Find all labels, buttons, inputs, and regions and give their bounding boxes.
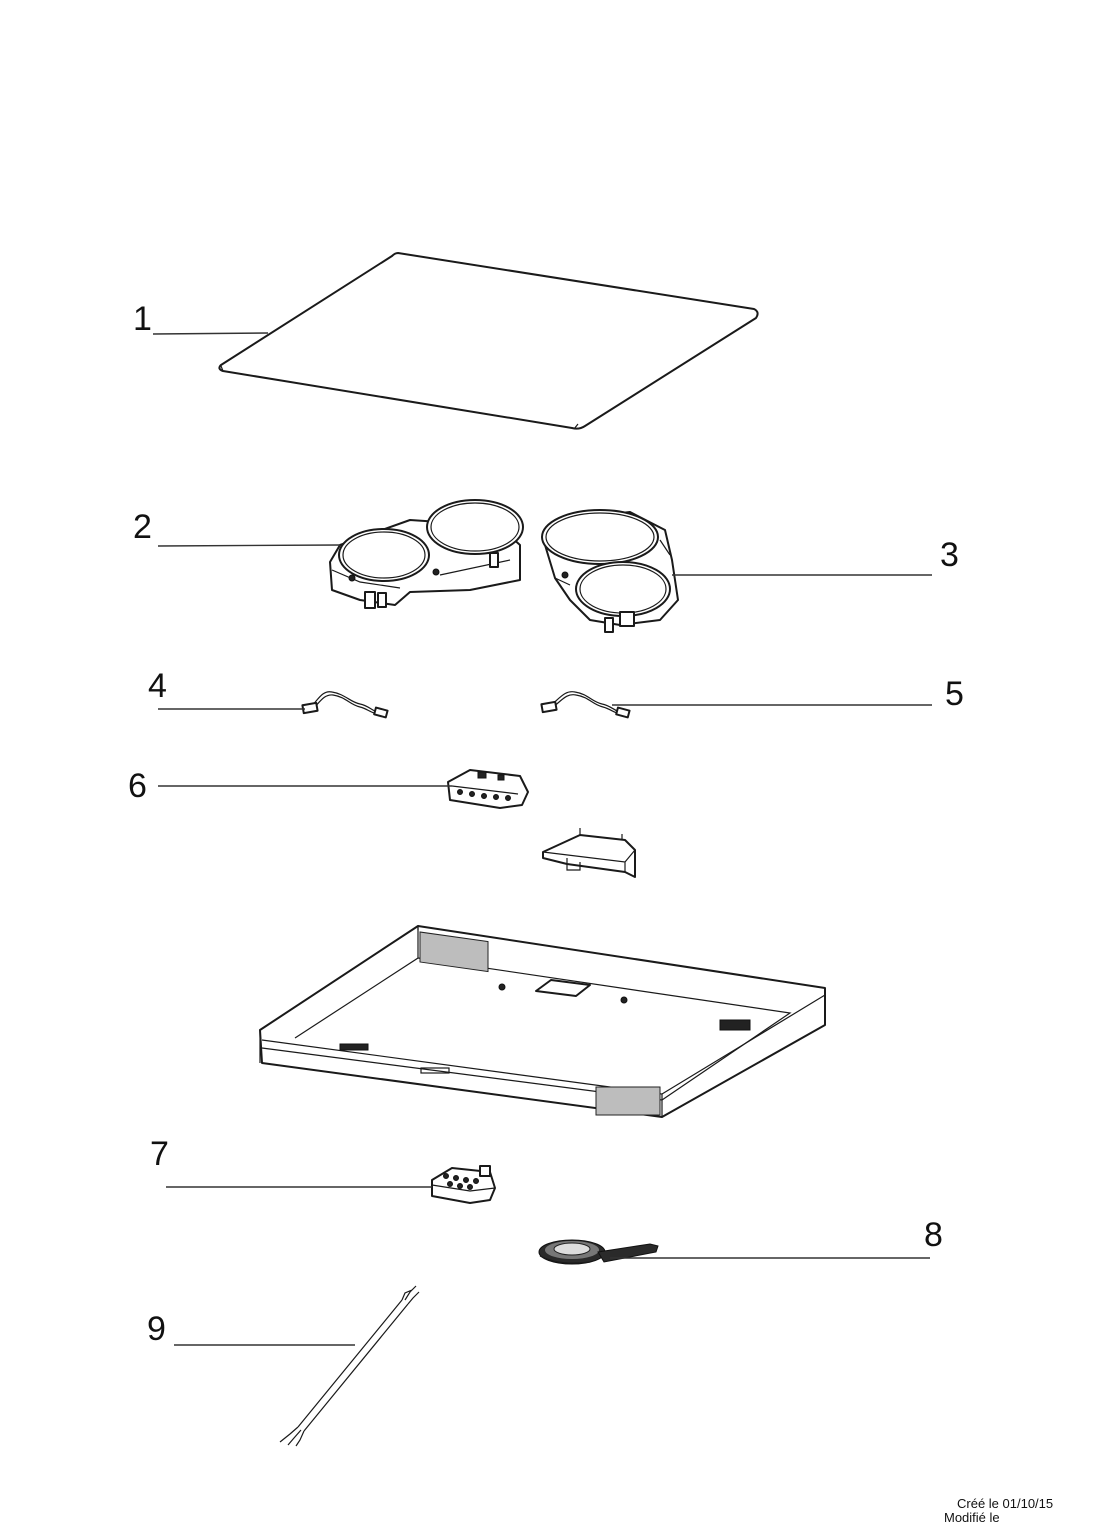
part-4-left-wire-harness (301, 691, 389, 719)
part-9-power-cable (279, 1285, 420, 1447)
part-3-right-induction-unit (541, 509, 679, 633)
callout-8-number: 8 (924, 1216, 943, 1254)
part-7-terminal-block (431, 1165, 496, 1204)
callout-9: 9 (147, 1310, 355, 1348)
callout-7: 7 (150, 1135, 432, 1188)
callout-3-number: 3 (940, 536, 959, 574)
callout-2-number: 2 (133, 508, 152, 546)
callout-2: 2 (133, 508, 341, 547)
bottom-tray (259, 924, 826, 1118)
callout-6-number: 6 (128, 767, 147, 805)
leader-line-1 (152, 332, 269, 335)
modified-date: Modifié le (944, 1510, 1000, 1525)
callout-5-number: 5 (945, 675, 964, 713)
callout-5: 5 (612, 675, 964, 713)
callout-1-number: 1 (133, 300, 152, 338)
callout-4: 4 (148, 667, 305, 710)
leader-line-2 (157, 544, 341, 547)
bracket-cover (542, 828, 636, 878)
callout-9-number: 9 (147, 1310, 166, 1348)
part-6-control-board (447, 769, 529, 809)
created-date: Créé le 01/10/15 (957, 1496, 1054, 1511)
callout-1: 1 (133, 300, 269, 338)
callout-4-number: 4 (148, 667, 167, 705)
callout-7-number: 7 (150, 1135, 169, 1173)
part-1-glass-top (218, 252, 759, 430)
part-5-right-wire-harness (540, 691, 631, 719)
part-2-left-induction-unit (329, 499, 524, 609)
callout-8: 8 (610, 1216, 943, 1259)
callout-6: 6 (128, 767, 452, 805)
callout-3: 3 (672, 536, 959, 576)
part-8-seal-roll (538, 1239, 659, 1265)
